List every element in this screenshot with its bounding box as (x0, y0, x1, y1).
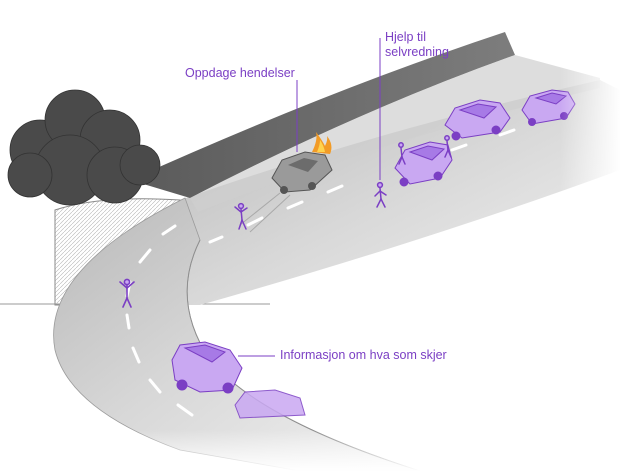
label-self-rescue-line2: selvredning (385, 45, 449, 59)
lane-markings-near (125, 224, 194, 417)
person-icon (119, 278, 135, 308)
car-icon (171, 341, 243, 394)
label-self-rescue: Hjelp til selvredning (385, 30, 465, 60)
edge-fade-bottom (0, 430, 621, 471)
label-self-rescue-line1: Hjelp til (385, 30, 426, 44)
tunnel-ceiling (130, 32, 515, 198)
road-surface-far (180, 80, 620, 305)
fire-icon (312, 132, 332, 154)
label-information: Informasjon om hva som skjer (280, 348, 447, 362)
label-detect-incidents: Oppdage hendelser (185, 66, 295, 80)
crashed-car-icon (271, 151, 333, 194)
person-icon (374, 181, 387, 208)
skid-marks (239, 192, 291, 233)
car-icon (234, 389, 306, 419)
edge-fade-right (560, 60, 621, 220)
smoke-cloud-icon (7, 89, 161, 206)
person-icon (398, 142, 406, 165)
lane-markings-far (208, 128, 516, 244)
car-icon (394, 141, 453, 187)
person-icon (444, 135, 452, 158)
car-icon (444, 99, 511, 141)
person-icon (234, 202, 248, 230)
